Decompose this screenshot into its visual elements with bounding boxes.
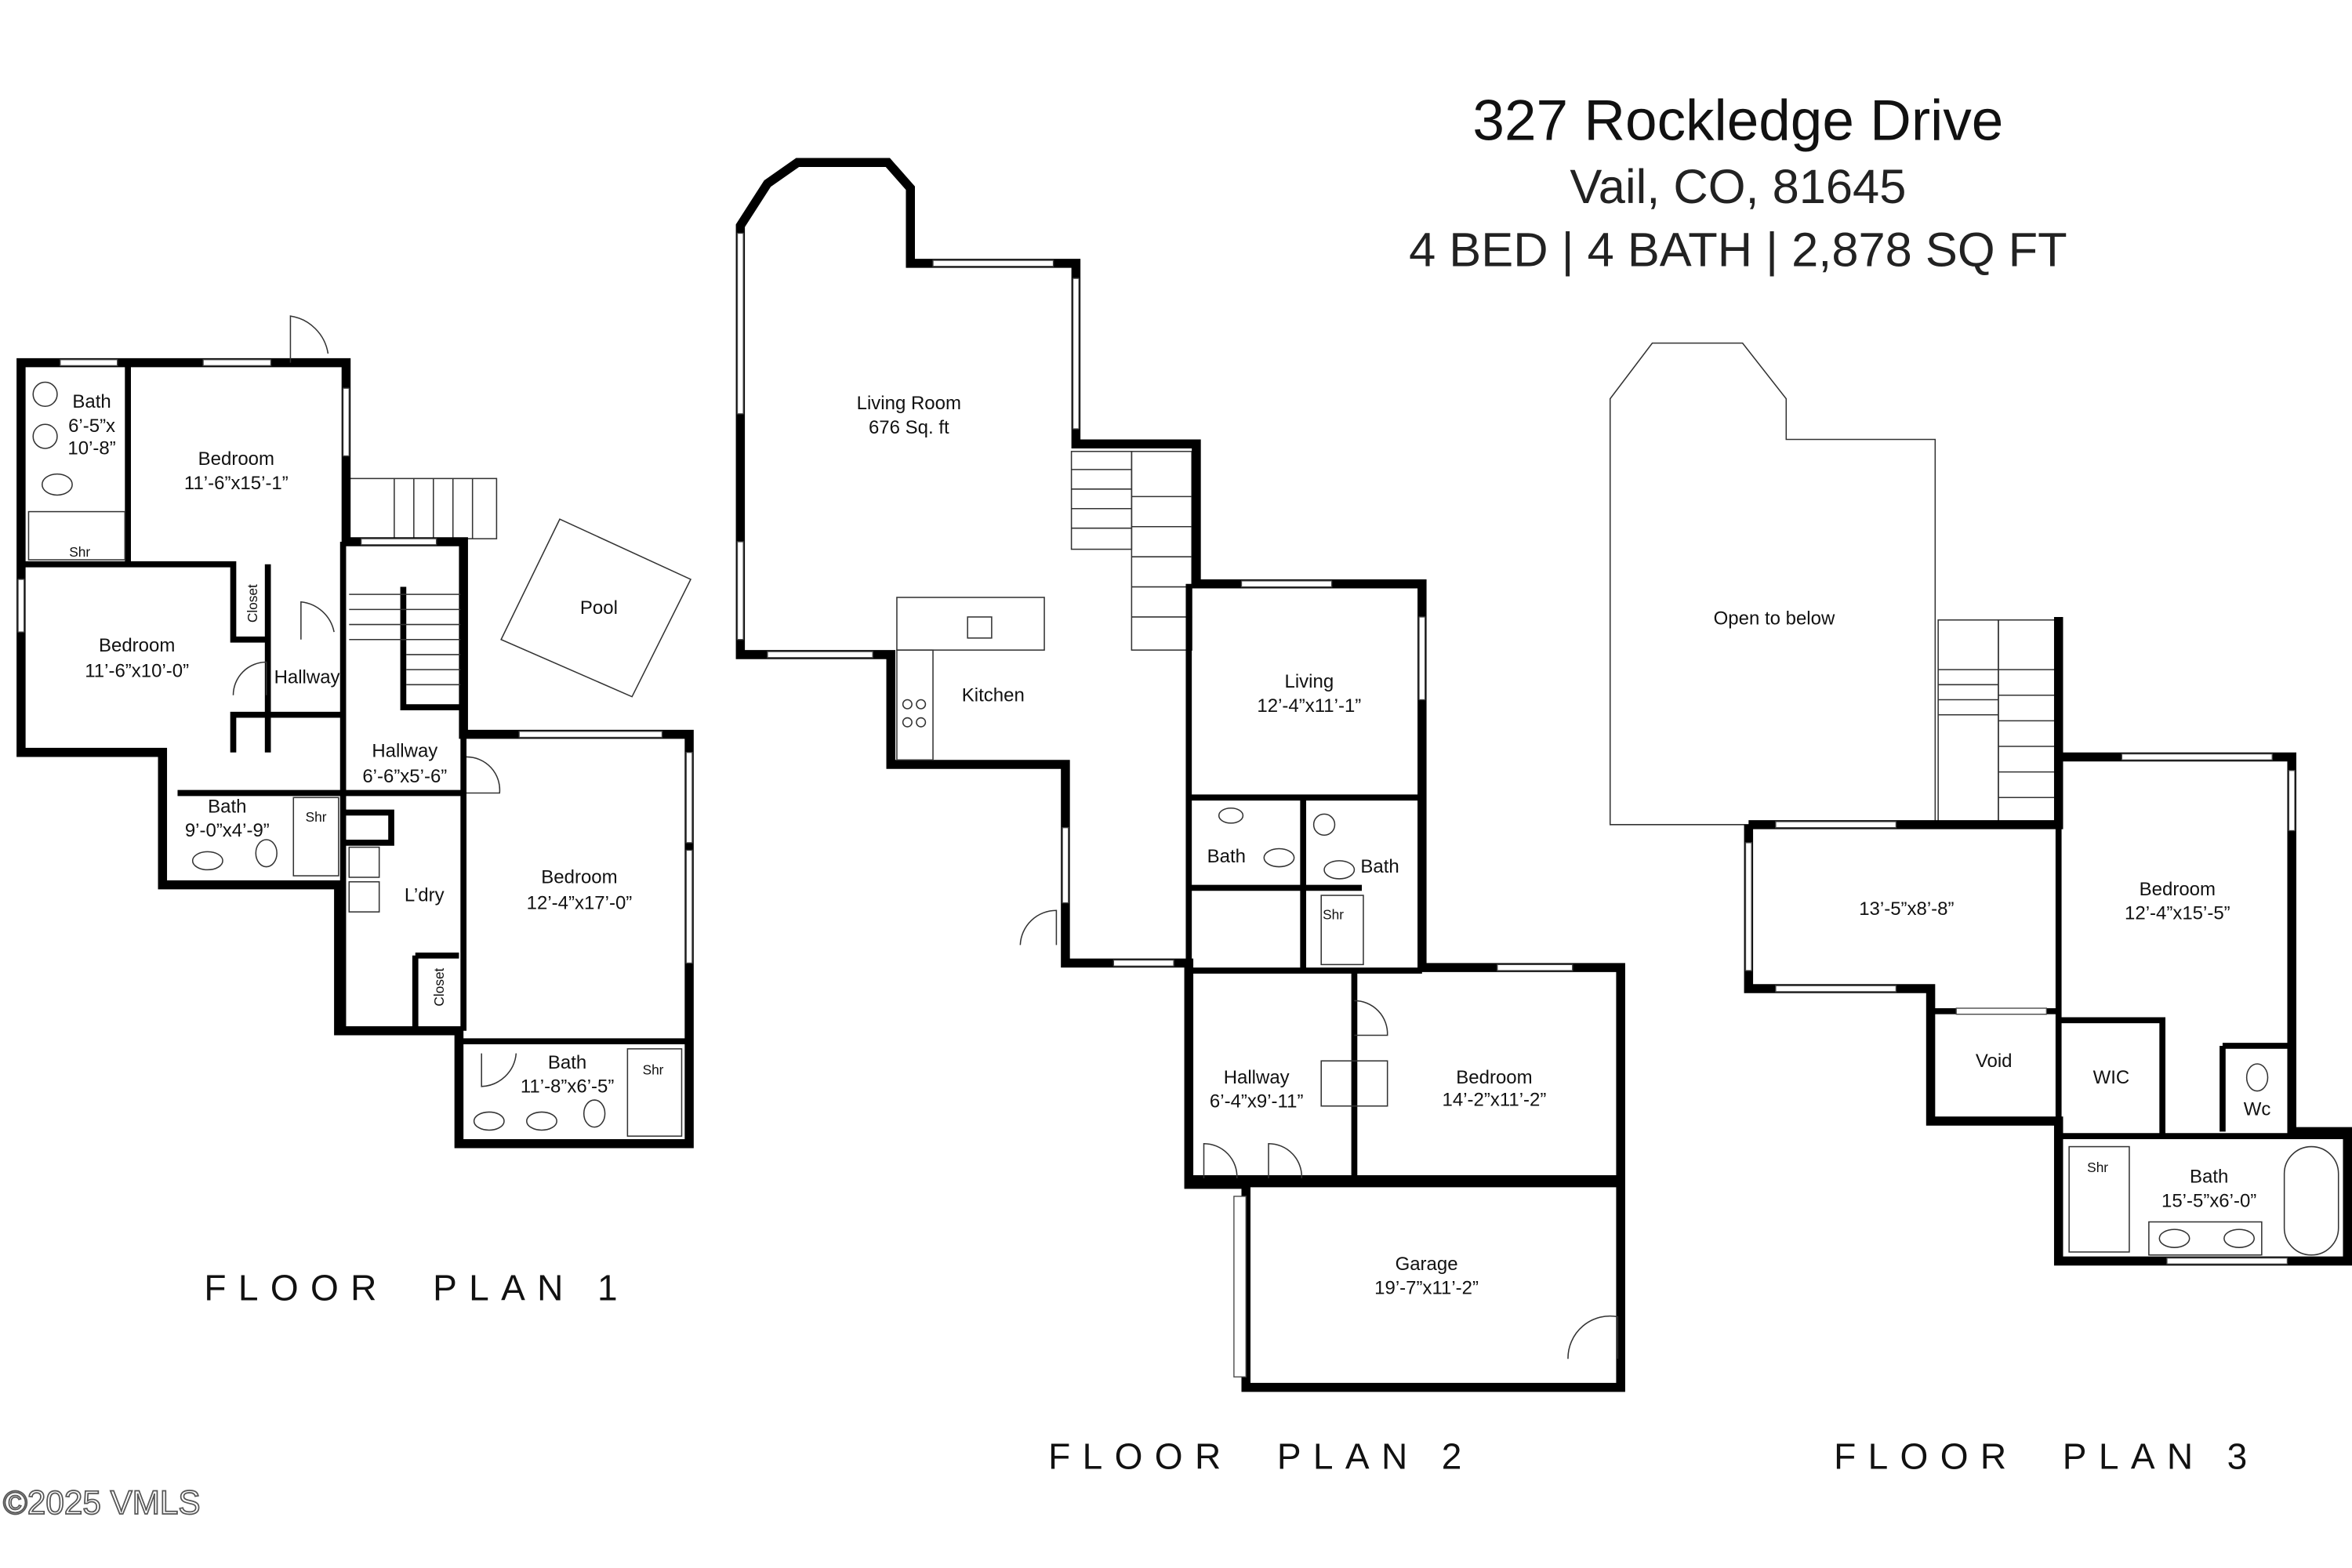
floor-plan-1: Bath 6’-5”x 10’-8” Bedroom 11’-6”x15’-1”… (16, 315, 694, 1308)
room-dims: 13’-5”x8’-8” (1859, 898, 1954, 920)
property-summary: 4 BED | 4 BATH | 2,878 SQ FT (1409, 223, 2067, 278)
room-name: WIC (2093, 1067, 2130, 1088)
room-name: Bedroom (99, 635, 175, 656)
shower-label: Shr (643, 1062, 664, 1077)
exterior-walls (16, 358, 694, 1149)
room-name: Wc (2244, 1098, 2271, 1120)
floor-plan-3-label: FLOOR PLAN 3 (1834, 1436, 2259, 1476)
room-dims: 12’-4”x17’-0” (527, 892, 633, 913)
shower-label: Shr (1323, 907, 1344, 923)
room-dims: 12’-4”x11’-1” (1257, 695, 1361, 717)
room-dims: 19’-7”x11’-2” (1374, 1278, 1479, 1299)
floor-1-labels: Bath 6’-5”x 10’-8” Bedroom 11’-6”x15’-1”… (67, 391, 663, 1097)
room-name: Pool (580, 597, 618, 619)
room-name: Living (1285, 671, 1334, 692)
floor-plan-2-label: FLOOR PLAN 2 (1048, 1436, 1474, 1476)
floor-2-labels: Living Room 676 Sq. ft Kitchen Living 12… (857, 393, 1547, 1299)
exterior-walls (1744, 616, 2352, 1266)
room-dims: 10’-8” (67, 438, 115, 459)
room-name: Hallway (1224, 1067, 1290, 1088)
room-name: Bedroom (541, 867, 617, 888)
room-name: Garage (1396, 1254, 1458, 1275)
interior-stairs (349, 593, 461, 686)
floor-3-labels: Open to below 13’-5”x8’-8” Bedroom 12’-4… (1714, 608, 2271, 1212)
interior-walls (20, 362, 690, 1045)
room-name: Bedroom (198, 448, 274, 470)
room-name: Bath (1207, 846, 1246, 867)
floor-plan-2: Living Room 676 Sq. ft Kitchen Living 12… (735, 158, 1625, 1476)
room-name: Living Room (857, 393, 961, 414)
room-dims: 9’-0”x4’-9” (185, 820, 270, 841)
exterior-walls (735, 158, 1625, 1392)
interior-walls (1185, 583, 1621, 1188)
stairs (1937, 619, 2056, 826)
stairs (1070, 451, 1192, 651)
room-dims: 6’-6”x5’-6” (362, 766, 447, 787)
floor-plan-3: Open to below 13’-5”x8’-8” Bedroom 12’-4… (1609, 342, 2352, 1476)
room-dims: 15’-5”x6’-0” (2161, 1190, 2256, 1211)
room-name: Hallway (274, 666, 340, 688)
room-dims: 11’-8”x6’-5” (521, 1076, 615, 1097)
property-city: Vail, CO, 81645 (1570, 160, 1906, 214)
shower-label: Shr (306, 809, 327, 825)
kitchen-counter (896, 597, 1045, 761)
copyright-watermark: ©2025 VMLS (3, 1484, 201, 1521)
open-to-below-outline (1609, 342, 1936, 826)
room-name: Kitchen (962, 684, 1025, 706)
room-name: Closet (431, 967, 447, 1006)
room-name: Bath (2190, 1167, 2228, 1188)
room-name: Open to below (1714, 608, 1835, 630)
exterior-stairs (348, 477, 498, 539)
room-name: Bath (208, 796, 246, 817)
room-name: L’dry (405, 885, 445, 906)
room-name: Bath (1360, 856, 1399, 877)
room-name: Void (1976, 1051, 2013, 1072)
shower-label: Shr (2087, 1160, 2108, 1175)
room-dims: 6’-5”x (68, 416, 115, 437)
pool-outline (500, 518, 692, 698)
room-name: Bath (72, 391, 111, 412)
room-name: Hallway (372, 740, 437, 761)
room-name: Bedroom (1456, 1067, 1532, 1088)
floor-plan-1-label: FLOOR PLAN 1 (204, 1267, 630, 1308)
room-name: Bath (548, 1052, 586, 1073)
room-name: Bedroom (2140, 879, 2216, 900)
door-swing (289, 315, 329, 363)
property-address: 327 Rockledge Drive (1472, 89, 2003, 153)
room-dims: 12’-4”x15’-5” (2125, 903, 2230, 924)
shower-label: Shr (69, 544, 90, 560)
room-dims: 6’-4”x9’-11” (1210, 1091, 1304, 1112)
room-dims: 676 Sq. ft (869, 417, 949, 438)
property-header: 327 Rockledge Drive Vail, CO, 81645 4 BE… (1409, 89, 2067, 278)
room-dims: 14’-2”x11’-2” (1443, 1090, 1547, 1111)
room-name: Closet (245, 584, 260, 622)
room-dims: 11’-6”x10’-0” (85, 661, 189, 682)
room-dims: 11’-6”x15’-1” (184, 473, 289, 494)
